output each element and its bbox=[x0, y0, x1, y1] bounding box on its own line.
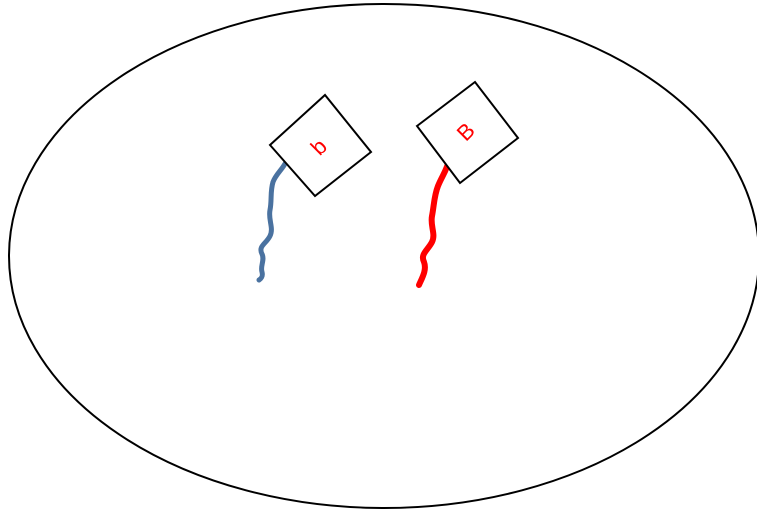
box-uppercase-b-outline bbox=[415, 80, 520, 185]
cell-outline bbox=[8, 3, 757, 509]
tail-lowercase-b bbox=[256, 159, 289, 283]
box-lowercase-b: b bbox=[268, 93, 373, 198]
tail-uppercase-b bbox=[416, 157, 452, 288]
box-lowercase-b-outline bbox=[268, 93, 373, 198]
box-uppercase-b: B bbox=[415, 80, 520, 185]
